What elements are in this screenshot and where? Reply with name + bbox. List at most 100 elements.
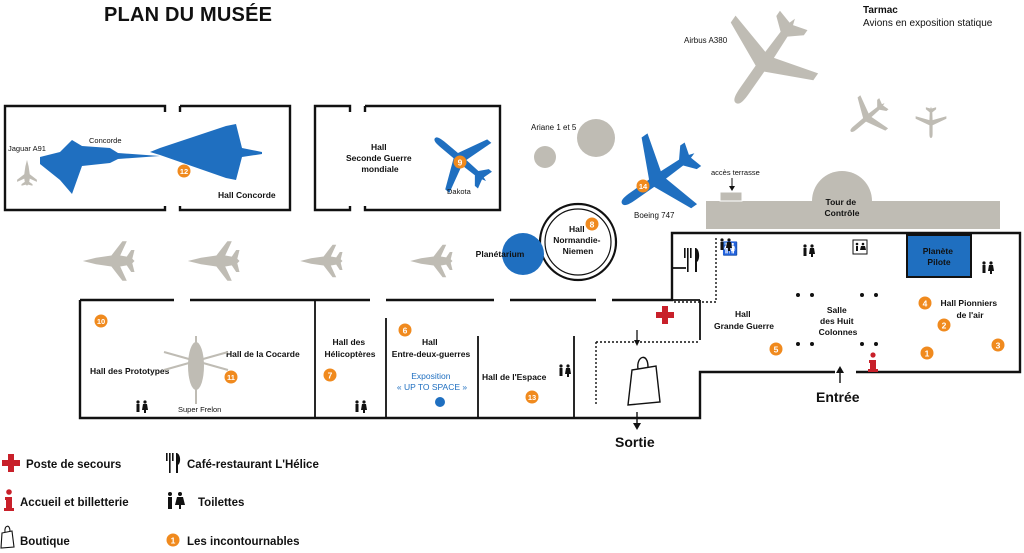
marker-5: 5 bbox=[769, 342, 783, 356]
hall-seconde-guerre-walls bbox=[313, 104, 502, 212]
svg-text:7: 7 bbox=[328, 371, 333, 381]
concorde-plane-left bbox=[40, 140, 160, 194]
hall-helicopteres-label: Hall des Hélicoptères bbox=[324, 337, 375, 359]
airbus-a380-plane bbox=[694, 0, 837, 132]
marker-6: 6 bbox=[398, 323, 412, 337]
marker-10: 10 bbox=[94, 314, 108, 328]
dakota-label: Dakota bbox=[447, 187, 472, 196]
legend-accueil-label: Accueil et billetterie bbox=[20, 497, 129, 509]
airbus-label: Airbus A380 bbox=[684, 36, 728, 45]
legend-incontournables-label: Les incontournables bbox=[187, 536, 299, 548]
svg-text:10: 10 bbox=[97, 317, 105, 326]
restaurant-icon bbox=[684, 248, 700, 272]
ariane-label: Ariane 1 et 5 bbox=[531, 123, 577, 132]
exposition-dot bbox=[435, 397, 445, 407]
first-aid-cross bbox=[656, 306, 674, 324]
grey-jet-1 bbox=[82, 241, 135, 281]
interior-walls bbox=[314, 267, 701, 418]
acces-terrasse-label: accès terrasse bbox=[711, 168, 760, 177]
hall-entre-deux-label: Hall Entre-deux-guerres bbox=[392, 337, 471, 359]
accessible-toilet-icon bbox=[852, 239, 868, 255]
entree-arrowhead bbox=[836, 366, 844, 373]
grey-jet-2 bbox=[187, 241, 240, 281]
svg-text:8: 8 bbox=[590, 220, 595, 230]
marker-14: 14 bbox=[636, 179, 650, 193]
svg-text:6: 6 bbox=[403, 326, 408, 336]
ariane-5-shape bbox=[577, 119, 615, 157]
tarmac-plane-small bbox=[836, 86, 899, 149]
jaguar-label: Jaguar A91 bbox=[8, 144, 46, 153]
toilets-icon: 🚻 bbox=[722, 241, 738, 256]
exposition-label: Exposition « UP TO SPACE » bbox=[397, 371, 468, 392]
jaguar-plane bbox=[17, 159, 37, 186]
marker-12: 12 bbox=[177, 164, 191, 178]
legend-first-aid-cross-icon bbox=[2, 454, 20, 472]
hall-prototypes-label: Hall des Prototypes bbox=[90, 366, 170, 376]
terrace-arrowhead bbox=[729, 186, 735, 191]
svg-text:4: 4 bbox=[923, 299, 928, 309]
marker-9: 9 bbox=[453, 155, 467, 169]
boutique-bag-icon bbox=[627, 356, 661, 406]
hall-espace-label: Hall de l'Espace bbox=[482, 372, 547, 382]
svg-text:3: 3 bbox=[996, 341, 1001, 351]
legend-secours-label: Poste de secours bbox=[26, 459, 121, 471]
legend-toilets-icon bbox=[168, 492, 185, 509]
info-icon bbox=[868, 352, 878, 372]
concorde-label: Concorde bbox=[89, 136, 122, 145]
marker-8: 8 bbox=[585, 217, 599, 231]
legend-cafe-label: Café-restaurant L'Hélice bbox=[187, 459, 319, 471]
page-title: PLAN DU MUSÉE bbox=[104, 4, 273, 26]
terrace-stairs bbox=[719, 191, 743, 202]
hall-normandie-inner bbox=[544, 208, 612, 276]
grey-jet-4 bbox=[410, 244, 453, 278]
legend-incontournable-icon: 1 bbox=[166, 533, 180, 547]
sortie-label: Sortie bbox=[615, 434, 655, 450]
svg-text:1: 1 bbox=[925, 349, 930, 359]
svg-text:🚻: 🚻 bbox=[722, 241, 738, 256]
svg-text:14: 14 bbox=[639, 182, 648, 191]
planete-pilote-label: Planète Pilote bbox=[923, 246, 956, 267]
marker-13: 13 bbox=[525, 390, 539, 404]
entree-label: Entrée bbox=[816, 389, 860, 405]
svg-text:11: 11 bbox=[227, 373, 235, 382]
boutique-arrowhead bbox=[634, 340, 640, 346]
hall-seconde-guerre-label: Hall Seconde Guerre mondiale bbox=[346, 142, 414, 174]
grey-jet-3 bbox=[300, 244, 343, 278]
svg-text:13: 13 bbox=[528, 393, 536, 402]
super-frelon-helicopter bbox=[163, 336, 229, 404]
control-tower bbox=[812, 171, 872, 229]
legend-info-icon bbox=[4, 489, 14, 511]
marker-2: 2 bbox=[937, 318, 951, 332]
hall-concorde-walls bbox=[3, 104, 292, 212]
boeing-747-plane bbox=[597, 117, 720, 240]
legend-restaurant-icon bbox=[166, 453, 181, 473]
planete-pilote-room bbox=[906, 234, 972, 278]
concorde-plane-right bbox=[150, 124, 262, 180]
super-frelon-label: Super Frelon bbox=[178, 405, 221, 414]
planetarium-dome bbox=[502, 233, 544, 275]
legend-toilettes-label: Toilettes bbox=[198, 497, 244, 509]
marker-4: 4 bbox=[918, 296, 932, 310]
svg-text:2: 2 bbox=[942, 321, 947, 331]
toilet-icons bbox=[136, 238, 994, 413]
svg-text:5: 5 bbox=[774, 345, 779, 355]
main-building-walls bbox=[78, 231, 1022, 420]
tarmac-title: Tarmac bbox=[863, 5, 898, 16]
tarmac-subtitle: Avions en exposition statique bbox=[863, 18, 993, 29]
marker-3: 3 bbox=[991, 338, 1005, 352]
sortie-arrowhead bbox=[633, 423, 641, 430]
hall-normandie-label: Hall Normandie- Niemen bbox=[553, 224, 603, 256]
marker-7: 7 bbox=[323, 368, 337, 382]
ariane-1-shape bbox=[534, 146, 556, 168]
svg-text:1: 1 bbox=[171, 536, 176, 546]
marker-11: 11 bbox=[224, 370, 238, 384]
salle-huit-colonnes-label: Salle des Huit Colonnes bbox=[819, 305, 858, 337]
svg-text:12: 12 bbox=[180, 167, 188, 176]
legend: Poste de secours Accueil et billetterie … bbox=[0, 453, 319, 549]
hall-concorde-label: Hall Concorde bbox=[218, 190, 276, 200]
tarmac-plane-tiny bbox=[915, 106, 947, 138]
hall-cocarde-label: Hall de la Cocarde bbox=[226, 349, 300, 359]
hall-grande-guerre-label: Hall Grande Guerre bbox=[714, 309, 774, 331]
planetarium-label: Planétarium bbox=[476, 249, 525, 259]
